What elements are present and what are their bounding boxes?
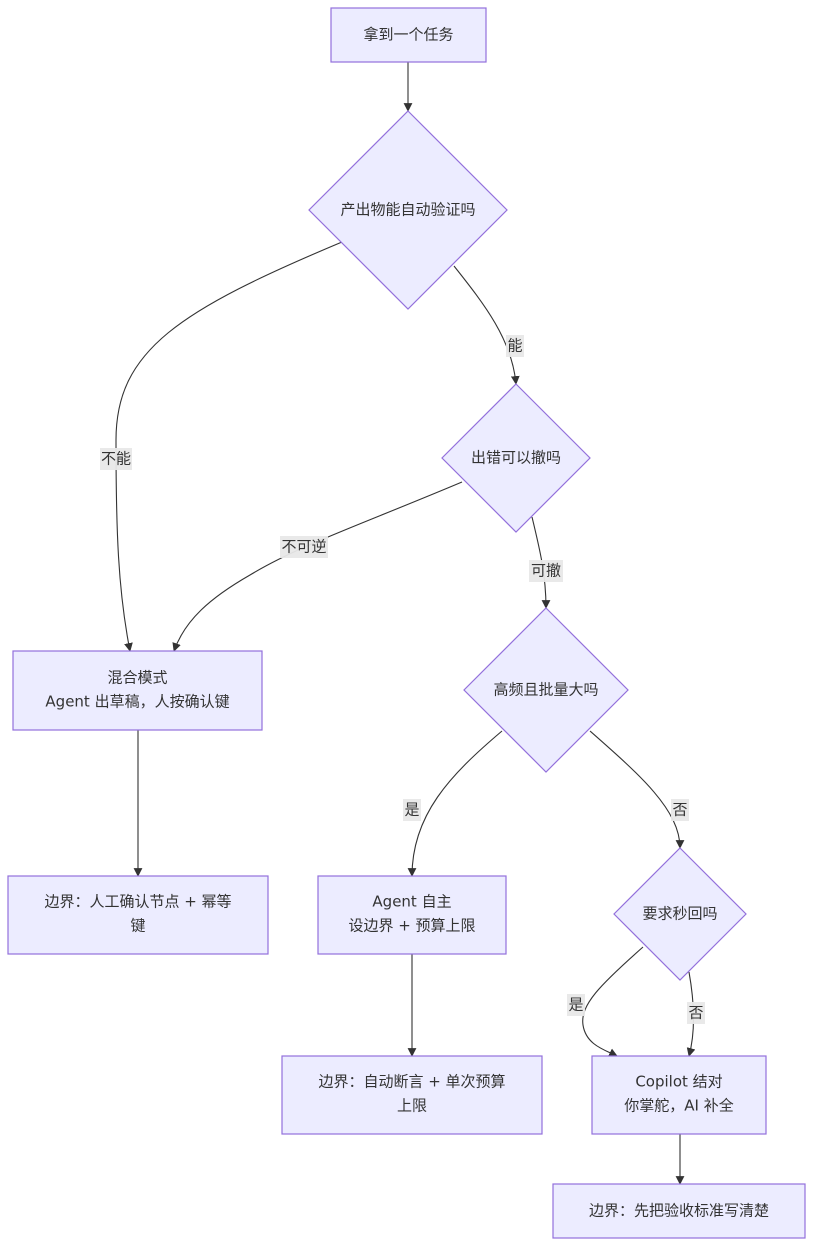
svg-text:是: 是 (568, 996, 583, 1014)
node-batch-label: 高频且批量大吗 (493, 681, 598, 699)
edge-instant-to-copilot-yes (582, 946, 644, 1057)
node-mixed-boundary-line2: 键 (130, 917, 145, 935)
edge-label-instant-yes: 是 (567, 994, 585, 1016)
node-undo-label: 出错可以撤吗 (471, 449, 561, 467)
svg-text:否: 否 (672, 801, 687, 819)
node-copilot-title: Copilot 结对 (635, 1073, 722, 1091)
edge-label-batch-yes: 是 (403, 799, 421, 821)
edge-label-batch-no: 否 (671, 799, 689, 821)
node-batch-decision: 高频且批量大吗 (463, 607, 629, 773)
node-start-label: 拿到一个任务 (363, 26, 453, 44)
edge-verify-to-mixed (115, 241, 343, 652)
node-instant-decision: 要求秒回吗 (613, 847, 747, 981)
node-autonomous-title: Agent 自主 (372, 893, 451, 911)
node-copilot-boundary: 边界：先把验收标准写清楚 (552, 1183, 806, 1239)
node-autonomous-boundary-line1: 边界：自动断言 + 单次预算 (318, 1073, 505, 1091)
node-mixed-title: 混合模式 (107, 669, 167, 687)
svg-text:不可逆: 不可逆 (281, 538, 326, 556)
node-start: 拿到一个任务 (330, 7, 487, 63)
node-copilot-boundary-label: 边界：先把验收标准写清楚 (589, 1202, 769, 1220)
svg-text:是: 是 (404, 801, 419, 819)
edge-batch-to-instant (589, 730, 685, 849)
node-verify-label: 产出物能自动验证吗 (340, 201, 475, 219)
node-instant-label: 要求秒回吗 (642, 905, 717, 923)
edge-labels: 不能 能 不可逆 可撤 是 否 是 否 (100, 335, 705, 1024)
node-copilot-desc: 你掌舵，AI 补全 (624, 1097, 733, 1115)
edge-label-verify-no: 不能 (100, 448, 132, 470)
edges (115, 62, 696, 1185)
node-mixed-mode: 混合模式 Agent 出草稿，人按确认键 (12, 650, 263, 731)
node-copilot: Copilot 结对 你掌舵，AI 补全 (591, 1055, 767, 1135)
node-autonomous-boundary-line2: 上限 (397, 1097, 427, 1115)
svg-text:不能: 不能 (101, 450, 131, 468)
node-undo-decision: 出错可以撤吗 (441, 383, 591, 533)
edge-label-undo-yes: 可撤 (529, 560, 563, 582)
edge-label-instant-no: 否 (687, 1002, 705, 1024)
node-verify-decision: 产出物能自动验证吗 (308, 110, 508, 310)
edge-label-verify-yes: 能 (506, 335, 524, 357)
edge-undo-to-mixed (172, 481, 463, 652)
node-mixed-boundary-line1: 边界：人工确认节点 + 幂等 (44, 893, 231, 911)
edge-verify-to-undo (453, 265, 520, 385)
svg-text:可撤: 可撤 (531, 562, 561, 580)
node-mixed-boundary: 边界：人工确认节点 + 幂等 键 (7, 875, 269, 955)
node-mixed-desc: Agent 出草稿，人按确认键 (45, 693, 229, 711)
edge-batch-to-autonomous (407, 730, 503, 877)
svg-text:否: 否 (688, 1004, 703, 1022)
edge-label-undo-no: 不可逆 (280, 536, 328, 558)
node-autonomous-boundary: 边界：自动断言 + 单次预算 上限 (281, 1055, 543, 1135)
node-autonomous-desc: 设边界 + 预算上限 (348, 917, 475, 935)
svg-text:能: 能 (507, 337, 522, 355)
node-autonomous: Agent 自主 设边界 + 预算上限 (317, 875, 507, 955)
